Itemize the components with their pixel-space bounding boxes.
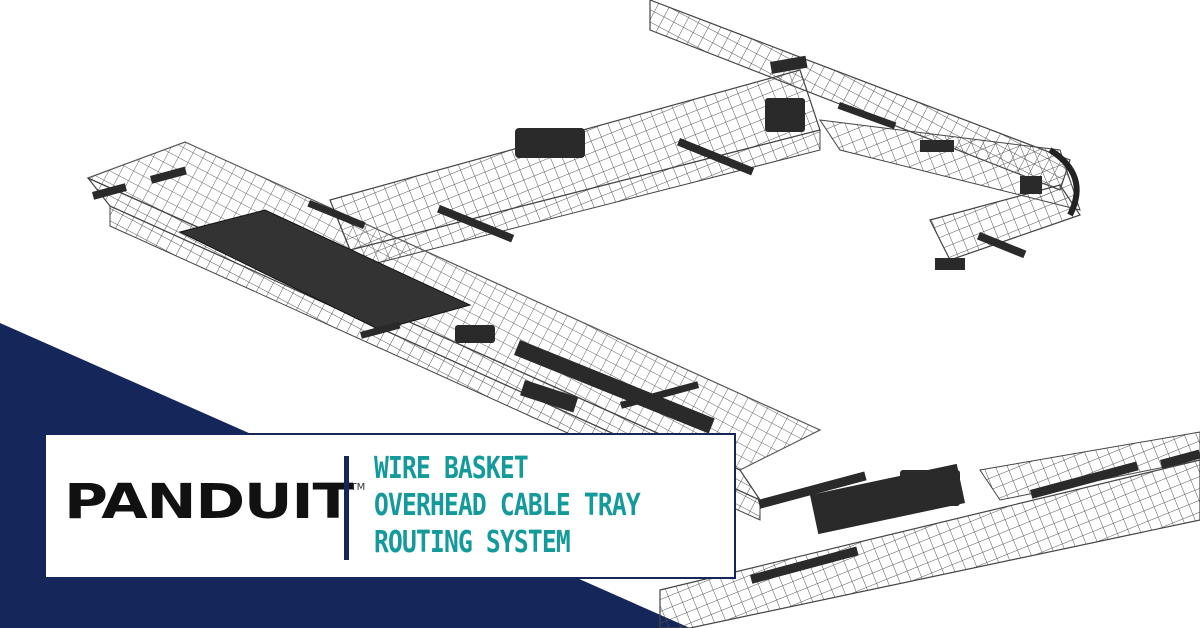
headline-line-2: OVERHEAD CABLE TRAY bbox=[374, 488, 641, 523]
headline: WIRE BASKET OVERHEAD CABLE TRAY ROUTING … bbox=[374, 450, 730, 561]
tray-cover-plate bbox=[178, 209, 472, 331]
panduit-logo: PANDUIT TM bbox=[64, 478, 365, 526]
logo-wordmark: PANDUIT bbox=[64, 474, 353, 530]
tray-run-return bbox=[929, 147, 1081, 261]
tray-fittings bbox=[91, 55, 1200, 584]
card-accent-bar bbox=[0, 458, 46, 466]
headline-line-1: WIRE BASKET bbox=[374, 451, 529, 486]
headline-line-3: ROUTING SYSTEM bbox=[374, 525, 571, 560]
title-card bbox=[44, 433, 736, 579]
vertical-divider bbox=[344, 456, 349, 560]
tray-run-lower-right bbox=[659, 431, 1200, 628]
trademark-symbol: TM bbox=[350, 482, 366, 493]
